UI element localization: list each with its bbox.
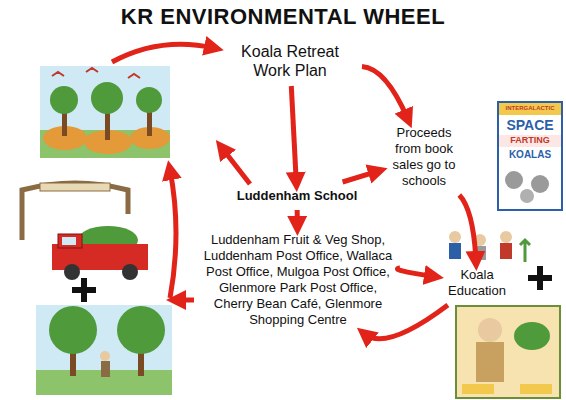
school-label: Luddenham School — [230, 186, 364, 206]
truck-scene — [22, 183, 148, 280]
book-cover — [498, 102, 562, 210]
plus-sign — [72, 278, 96, 302]
diagram-title: KR ENVIRONMENTAL WHEEL — [0, 4, 566, 30]
node-text: Luddenham School — [232, 188, 362, 204]
node-text: Luddenham Fruit & Veg Shop, Luddenham Po… — [202, 232, 394, 328]
proceeds-label: Proceeds from book sales go to schools — [382, 123, 466, 191]
flow-arrow — [397, 268, 434, 276]
plan-label: Koala Retreat Work Plan — [222, 40, 358, 82]
book-title-word: FARTING — [499, 136, 561, 145]
flow-arrow — [295, 210, 300, 226]
book-title-word: KOALAS — [499, 150, 561, 160]
children-group — [449, 231, 530, 262]
education-label: Koala Education — [438, 265, 516, 301]
flow-arrow — [362, 67, 408, 119]
flow-arrow — [459, 195, 476, 261]
plus-sign — [528, 266, 552, 290]
grown-trees-scene — [36, 305, 172, 395]
node-text: Proceeds from book sales go to schools — [384, 125, 464, 189]
teacher-poster — [456, 306, 560, 398]
planted-trees-scene — [40, 66, 170, 158]
node-text: Koala Retreat Work Plan — [224, 42, 356, 80]
node-text: Koala Education — [440, 267, 514, 299]
shop-list: Luddenham Fruit & Veg Shop, Luddenham Po… — [200, 230, 396, 330]
book-title-word: INTERGALACTIC — [499, 105, 561, 111]
flow-arrow — [343, 171, 378, 182]
book-title-word: SPACE — [499, 118, 561, 132]
flow-arrow — [291, 86, 296, 182]
